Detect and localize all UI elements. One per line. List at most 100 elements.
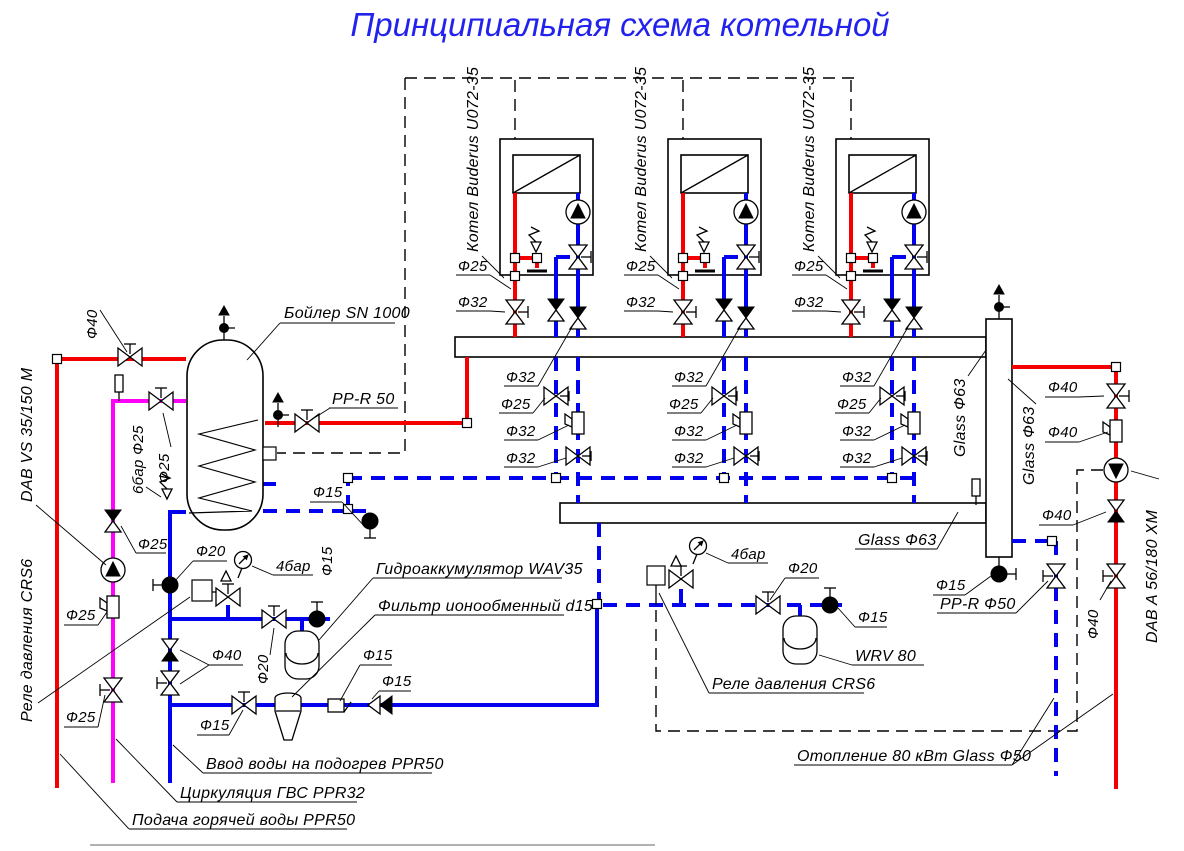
thermometer-icon bbox=[114, 374, 124, 402]
reducer-icon bbox=[327, 698, 345, 713]
label-collector-pipe: Glass Ф63 bbox=[858, 532, 937, 549]
safety-cone-icon bbox=[669, 554, 683, 567]
label-ion-filter: Фильтр ионообменный d15 bbox=[378, 598, 593, 615]
dim-label: Ф32 bbox=[506, 423, 536, 440]
separator-drain-icon bbox=[990, 565, 1017, 583]
label-separator-drain: PP-R Ф50 bbox=[940, 596, 1016, 613]
label-boiler-1: Котел Buderus U072-35 bbox=[465, 67, 482, 252]
expansion-tank-icon bbox=[782, 615, 818, 665]
dim-label: Ф32 bbox=[674, 369, 704, 386]
tank-sensor bbox=[262, 446, 277, 461]
fill-valve-icon bbox=[668, 565, 694, 589]
dim-label: Ф25 bbox=[138, 536, 168, 553]
pressure-switch-icon bbox=[646, 565, 666, 586]
dim-label: Ф15 bbox=[363, 647, 393, 664]
label-dhw-circulation: Циркуляция ГВС PPR32 bbox=[180, 785, 365, 802]
dim-label: Ф32 bbox=[794, 294, 824, 311]
heating-pump-icon bbox=[1103, 457, 1129, 483]
dim-label-d20-acc: Ф20 bbox=[255, 654, 272, 684]
dim-label: Ф32 bbox=[506, 450, 536, 467]
label-storage-tank: Бойлер SN 1000 bbox=[284, 305, 410, 322]
dhw-supply-valve-icon bbox=[117, 343, 143, 367]
pressure-switch-icon bbox=[191, 579, 213, 602]
dim-label: Ф15 bbox=[858, 609, 888, 626]
tank-coil bbox=[188, 419, 259, 514]
ion-filter-icon bbox=[274, 692, 302, 741]
thermometer-icon bbox=[971, 478, 981, 506]
text-labels: Принципиальная схема котельной Бойлер SN… bbox=[19, 6, 1161, 829]
hydraulic-separator bbox=[985, 318, 1013, 558]
dim-label: Ф32 bbox=[506, 369, 536, 386]
check-valve-icon bbox=[1107, 499, 1125, 523]
ball-valve-icon bbox=[308, 601, 326, 628]
label-boiler-3: Котел Buderus U072-35 bbox=[801, 67, 818, 252]
label-expansion-tank: WRV 80 bbox=[855, 648, 916, 665]
right-column-fittings bbox=[971, 284, 1130, 589]
dim-label: Ф40 bbox=[212, 647, 242, 664]
dim-label: Ф32 bbox=[458, 294, 488, 311]
strainer-icon bbox=[1102, 419, 1123, 443]
dim-label-d15-fill: Ф15 bbox=[319, 546, 336, 576]
ball-valve-icon bbox=[152, 576, 179, 594]
dim-label: Ф25 bbox=[66, 607, 96, 624]
pressure-gauge-icon bbox=[688, 536, 708, 565]
air-vent-icon bbox=[993, 284, 1011, 320]
page-title: Принципиальная схема котельной bbox=[350, 6, 889, 43]
dim-label: Ф25 bbox=[501, 396, 531, 413]
lower-collector bbox=[559, 502, 987, 524]
upper-collector bbox=[454, 336, 987, 358]
collectors bbox=[454, 318, 1013, 558]
drain-ball-valve-icon bbox=[361, 512, 379, 539]
air-vent-icon bbox=[218, 305, 236, 341]
dim-label: Ф25 bbox=[794, 258, 824, 275]
ball-valve-icon bbox=[821, 587, 839, 614]
dim-label: Ф32 bbox=[842, 369, 872, 386]
label-dhw-pump: DAB VS 35/150 M bbox=[19, 367, 36, 502]
tank-body bbox=[186, 339, 264, 531]
label-water-inlet: Ввод воды на подогрев PPR50 bbox=[206, 756, 444, 773]
label-dhw-supply: Подача горячей воды PPR50 bbox=[132, 812, 355, 829]
dim-label-d40-valve: Ф40 bbox=[1085, 609, 1102, 639]
dim-label: Ф25 bbox=[66, 709, 96, 726]
heating-dashed-pipes bbox=[263, 476, 1058, 776]
label-gauge-left: 4бар bbox=[276, 558, 311, 575]
hydro-accumulator-icon bbox=[284, 630, 320, 680]
leader-lines bbox=[35, 255, 1160, 830]
dim-label: Ф15 bbox=[313, 484, 343, 501]
dhw-pump-icon bbox=[100, 557, 126, 583]
dashed-boundaries bbox=[277, 77, 1105, 732]
cold-water-pipes bbox=[168, 482, 802, 783]
dim-label: Ф25 bbox=[626, 258, 656, 275]
label-separator-pipe-b: Glass Ф63 bbox=[1021, 406, 1038, 485]
safety-cone-icon bbox=[219, 569, 233, 582]
check-valve-icon bbox=[366, 694, 381, 716]
dim-label: Ф32 bbox=[674, 423, 704, 440]
dim-label: Ф25 bbox=[458, 258, 488, 275]
pressure-gauge-icon bbox=[233, 550, 253, 579]
label-separator-pipe-a: Glass Ф63 bbox=[952, 378, 969, 457]
right-fill-group bbox=[646, 536, 839, 665]
dim-label: Ф25 bbox=[837, 396, 867, 413]
dim-label: Ф20 bbox=[196, 543, 226, 560]
label-tank-supply-pipe: PP-R 50 bbox=[332, 391, 395, 408]
dim-label: Ф32 bbox=[842, 450, 872, 467]
check-valve-icon bbox=[104, 509, 122, 533]
label-heating-pump: DAB A 56/180 XM bbox=[1144, 509, 1161, 643]
dim-label: Ф25 bbox=[669, 396, 699, 413]
circulation-pipe bbox=[111, 399, 186, 783]
dim-label: Ф15 bbox=[936, 577, 966, 594]
dim-label: Ф32 bbox=[626, 294, 656, 311]
label-gauge-right: 4бар bbox=[731, 546, 766, 563]
label-heating-output: Отопление 80 кВт Glass Ф50 bbox=[797, 748, 1031, 765]
check-valve-icon bbox=[161, 638, 179, 662]
dim-label-d25-circ: Ф25 bbox=[156, 453, 173, 483]
dim-label: Ф20 bbox=[788, 560, 818, 577]
fill-valve-icon bbox=[215, 583, 241, 607]
dim-label: Ф15 bbox=[382, 673, 412, 690]
label-pressure-switch-right: Реле давления CRS6 bbox=[712, 676, 876, 693]
dim-label-d40-left: Ф40 bbox=[84, 309, 101, 339]
dim-label: Ф15 bbox=[200, 717, 230, 734]
dim-label: Ф32 bbox=[842, 423, 872, 440]
